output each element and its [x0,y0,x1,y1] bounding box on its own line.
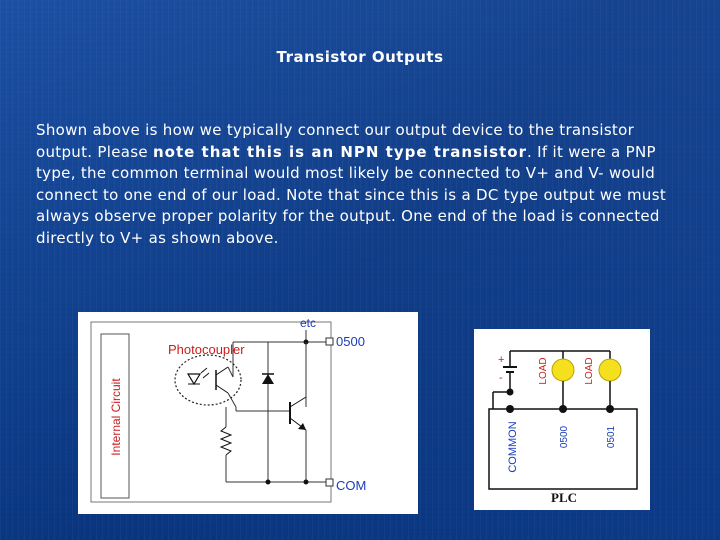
output-terminal-label: 0500 [336,334,365,349]
resistor-icon [219,426,233,456]
supply-plus: + [498,354,504,366]
etc-label: etc [300,316,316,330]
internal-circuit-diagram: Internal Circuit Photocoupler etc 0500 [78,312,418,514]
paragraph-emphasis: note that this is an NPN type transistor [152,142,527,161]
terminal-common-label: COMMON [507,421,519,472]
led-icon [186,373,202,386]
common-terminal-label: COM [336,478,366,493]
lamp-load-1-icon [551,358,575,382]
terminal-0500 [559,405,567,413]
photocoupler-icon [174,354,242,406]
plc-wiring-diagram: + - LOAD LOAD COMMON 0500 0501 PLC [474,329,650,510]
load-2-label: LOAD [584,357,595,384]
terminal-0500-label: 0500 [559,425,570,448]
terminal-0501 [606,405,614,413]
terminal-0501-label: 0501 [606,425,617,448]
paragraph-part-1: Shown above is how we typically connect … [36,121,635,161]
body-paragraph: Shown above is how we typically connect … [36,120,686,249]
terminal-common [506,405,514,413]
photocoupler-label: Photocoupler [168,342,245,357]
slide-title: Transistor Outputs [276,48,444,66]
load-1-label: LOAD [538,357,549,384]
paragraph-part-3: . If it were a PNP type, the common term… [36,142,667,247]
supply-minus: - [499,372,503,384]
lamp-load-2-icon [598,358,622,382]
output-terminal [325,337,334,346]
internal-circuit-label: Internal Circuit [109,378,123,456]
plc-label: PLC [551,490,577,505]
circuit-frame [90,321,332,503]
common-terminal [325,478,334,487]
internal-circuit-box [100,333,130,499]
diode-icon [262,374,274,384]
